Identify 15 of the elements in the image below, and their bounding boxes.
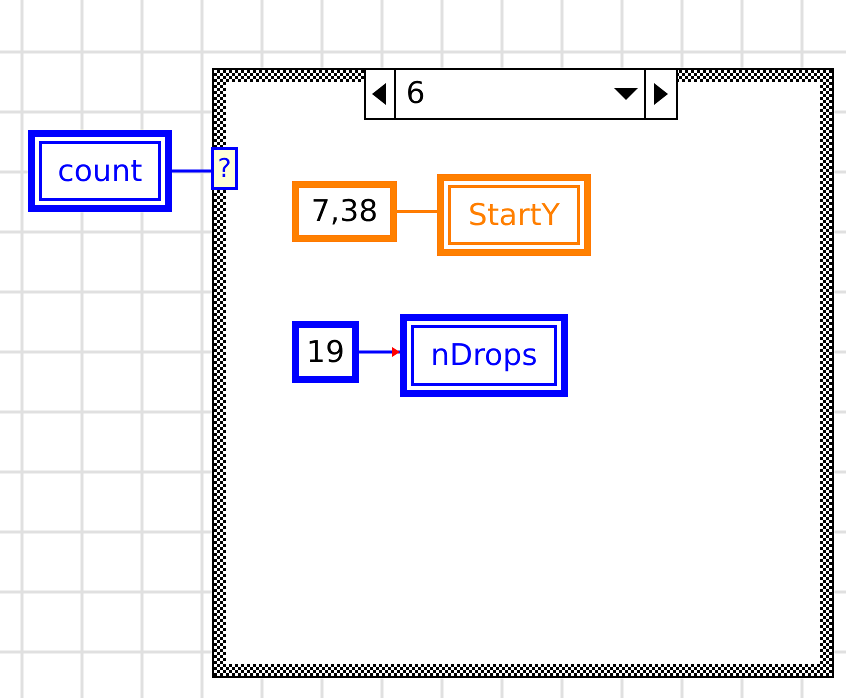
wire	[359, 347, 400, 357]
wire	[397, 210, 437, 213]
case-structure	[212, 68, 834, 678]
constant-value: 19	[306, 334, 345, 370]
indicator-terminal	[400, 314, 568, 397]
terminal-label: StartY	[448, 185, 580, 245]
terminal-label: count	[39, 141, 161, 201]
constant-terminal	[292, 181, 397, 242]
wire	[172, 170, 211, 172]
constant-value: 7,38	[311, 194, 378, 229]
selector-terminal: ?	[211, 147, 238, 190]
indicator-terminal	[437, 174, 591, 256]
terminal-label: nDrops	[411, 325, 557, 386]
indicator-terminal	[28, 130, 172, 212]
constant-terminal	[292, 321, 359, 383]
